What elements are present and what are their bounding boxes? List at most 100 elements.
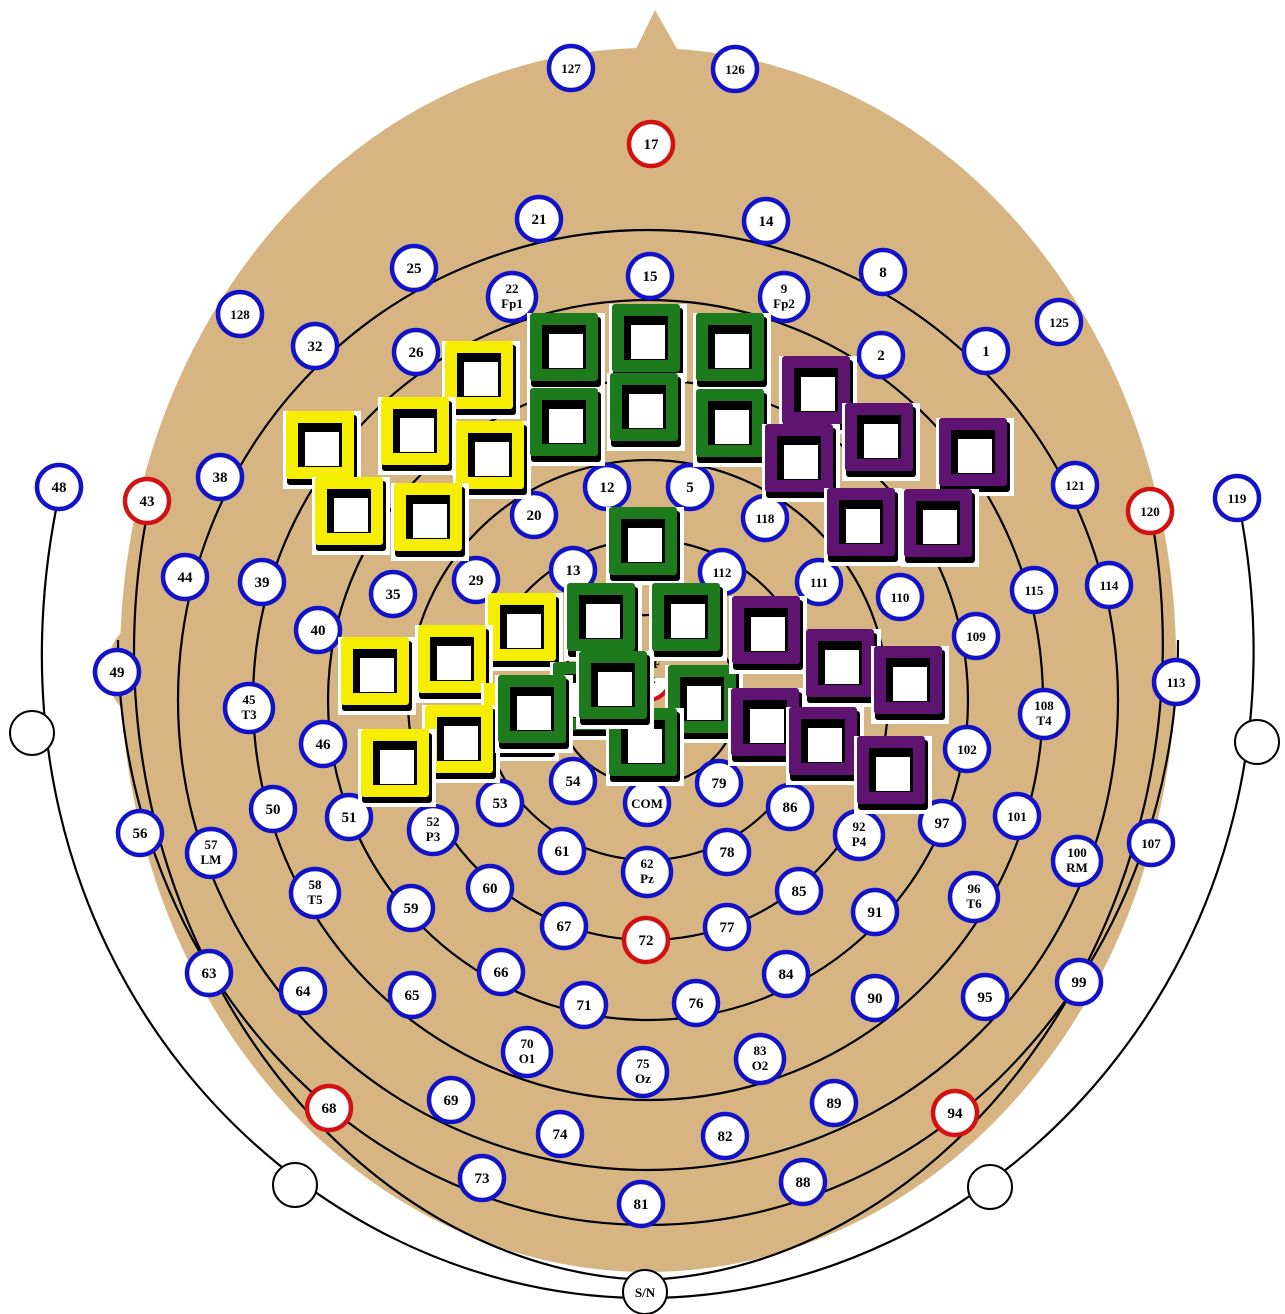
marker-center <box>801 377 835 411</box>
marker-center <box>586 604 620 638</box>
electrode-46: 46 <box>298 719 348 769</box>
electrode-ring <box>700 1111 750 1161</box>
electrode-label: 94 <box>948 1106 964 1122</box>
electrode-label: Fp1 <box>501 296 523 311</box>
electrode-label: 58 <box>309 877 323 892</box>
cluster-marker <box>786 707 864 785</box>
electrode-label: 121 <box>1065 478 1085 493</box>
electrode-20: 20 <box>509 490 559 540</box>
electrode-128: 128 <box>215 289 265 339</box>
electrode-ring <box>858 247 908 297</box>
electrode-label: 66 <box>494 965 510 981</box>
electrode-66: 66 <box>476 947 526 997</box>
marker-center <box>305 432 339 466</box>
electrode-label: 125 <box>1049 315 1069 330</box>
electrode-1: 1 <box>961 326 1011 376</box>
electrode-label: 8 <box>879 265 887 281</box>
electrode-21: 21 <box>514 194 564 244</box>
electrode-label: S/N <box>635 1285 656 1300</box>
electrode-label: P4 <box>852 834 867 849</box>
electrode-ring <box>539 901 589 951</box>
electrode-ring <box>1212 473 1262 523</box>
electrode-ring <box>288 866 342 920</box>
electrode-label: 76 <box>689 996 705 1012</box>
electrode-label: 21 <box>532 212 547 228</box>
electrode-69: 69 <box>426 1075 476 1125</box>
electrode-com: COM <box>622 778 672 828</box>
electrode-127: 127 <box>546 43 596 93</box>
electrode-86: 86 <box>765 782 815 832</box>
electrode-ring <box>961 326 1011 376</box>
electrode-109: 109 <box>951 611 1001 661</box>
electrode-48: 48 <box>34 462 84 512</box>
electrode-50: 50 <box>248 784 298 834</box>
electrode-label: T4 <box>1036 713 1052 728</box>
electrode-label: 46 <box>316 737 332 753</box>
electrode-label: 77 <box>720 920 736 936</box>
electrode-ring <box>671 978 721 1028</box>
electrode-ring <box>694 758 744 808</box>
electrode-ring <box>856 330 906 380</box>
electrode-label: 9 <box>781 281 788 296</box>
electrode-68: 68 <box>304 1083 354 1133</box>
electrode-64: 64 <box>278 966 328 1016</box>
electrode-ring <box>290 321 340 371</box>
marker-center <box>475 442 509 476</box>
marker-center <box>893 667 927 701</box>
marker-center <box>360 658 394 692</box>
electrode-ring <box>1084 560 1134 610</box>
electrode-54: 54 <box>548 756 598 806</box>
electrode-ring <box>702 827 752 877</box>
electrode-ring <box>368 569 418 619</box>
electrode-ring <box>184 948 234 998</box>
electrode-73: 73 <box>457 1153 507 1203</box>
electrode-38: 38 <box>195 452 245 502</box>
electrode-76: 76 <box>671 978 721 1028</box>
electrode-ring <box>875 572 925 622</box>
cluster-marker <box>609 304 687 382</box>
electrode-ring <box>1050 460 1100 510</box>
electrode-ring <box>761 949 811 999</box>
electrode-label: 64 <box>296 984 312 1000</box>
electrode-label: 45 <box>243 692 257 707</box>
electrode-label: 120 <box>1140 504 1160 519</box>
electrode-label: 92 <box>853 819 866 834</box>
electrode-94: 94 <box>930 1088 980 1138</box>
electrode-label: 50 <box>266 802 281 818</box>
electrode-label: 69 <box>444 1093 459 1109</box>
electrode-label: 95 <box>978 990 993 1006</box>
electrode-label: 29 <box>469 573 484 589</box>
electrode-label: 97 <box>935 816 951 832</box>
electrode-ring <box>626 119 676 169</box>
electrode-118: 118 <box>740 493 790 543</box>
electrode-label: 68 <box>322 1101 337 1117</box>
electrode-56: 56 <box>115 808 165 858</box>
electrode-label: 48 <box>52 480 67 496</box>
marker-center <box>628 528 662 562</box>
electrode-label: 112 <box>713 565 732 580</box>
electrode-label: 85 <box>792 884 807 900</box>
electrode-ring <box>298 719 348 769</box>
electrode-ring <box>122 476 172 526</box>
electrode-ring <box>951 611 1001 661</box>
electrode-102: 102 <box>942 724 992 774</box>
electrode-label: 88 <box>796 1175 811 1191</box>
electrode-label: 43 <box>140 494 155 510</box>
electrode-label: 13 <box>566 563 581 579</box>
marker-center <box>751 617 785 651</box>
marker-center <box>784 445 818 479</box>
electrode-label: 59 <box>404 901 419 917</box>
electrode-ring <box>947 870 1001 924</box>
marker-center <box>864 424 898 458</box>
electrode-label: 79 <box>712 776 727 792</box>
cluster-marker <box>901 489 979 567</box>
electrode-60: 60 <box>465 863 515 913</box>
marker-center <box>687 686 721 720</box>
cluster-marker <box>453 421 531 499</box>
electrode-ring <box>625 251 675 301</box>
